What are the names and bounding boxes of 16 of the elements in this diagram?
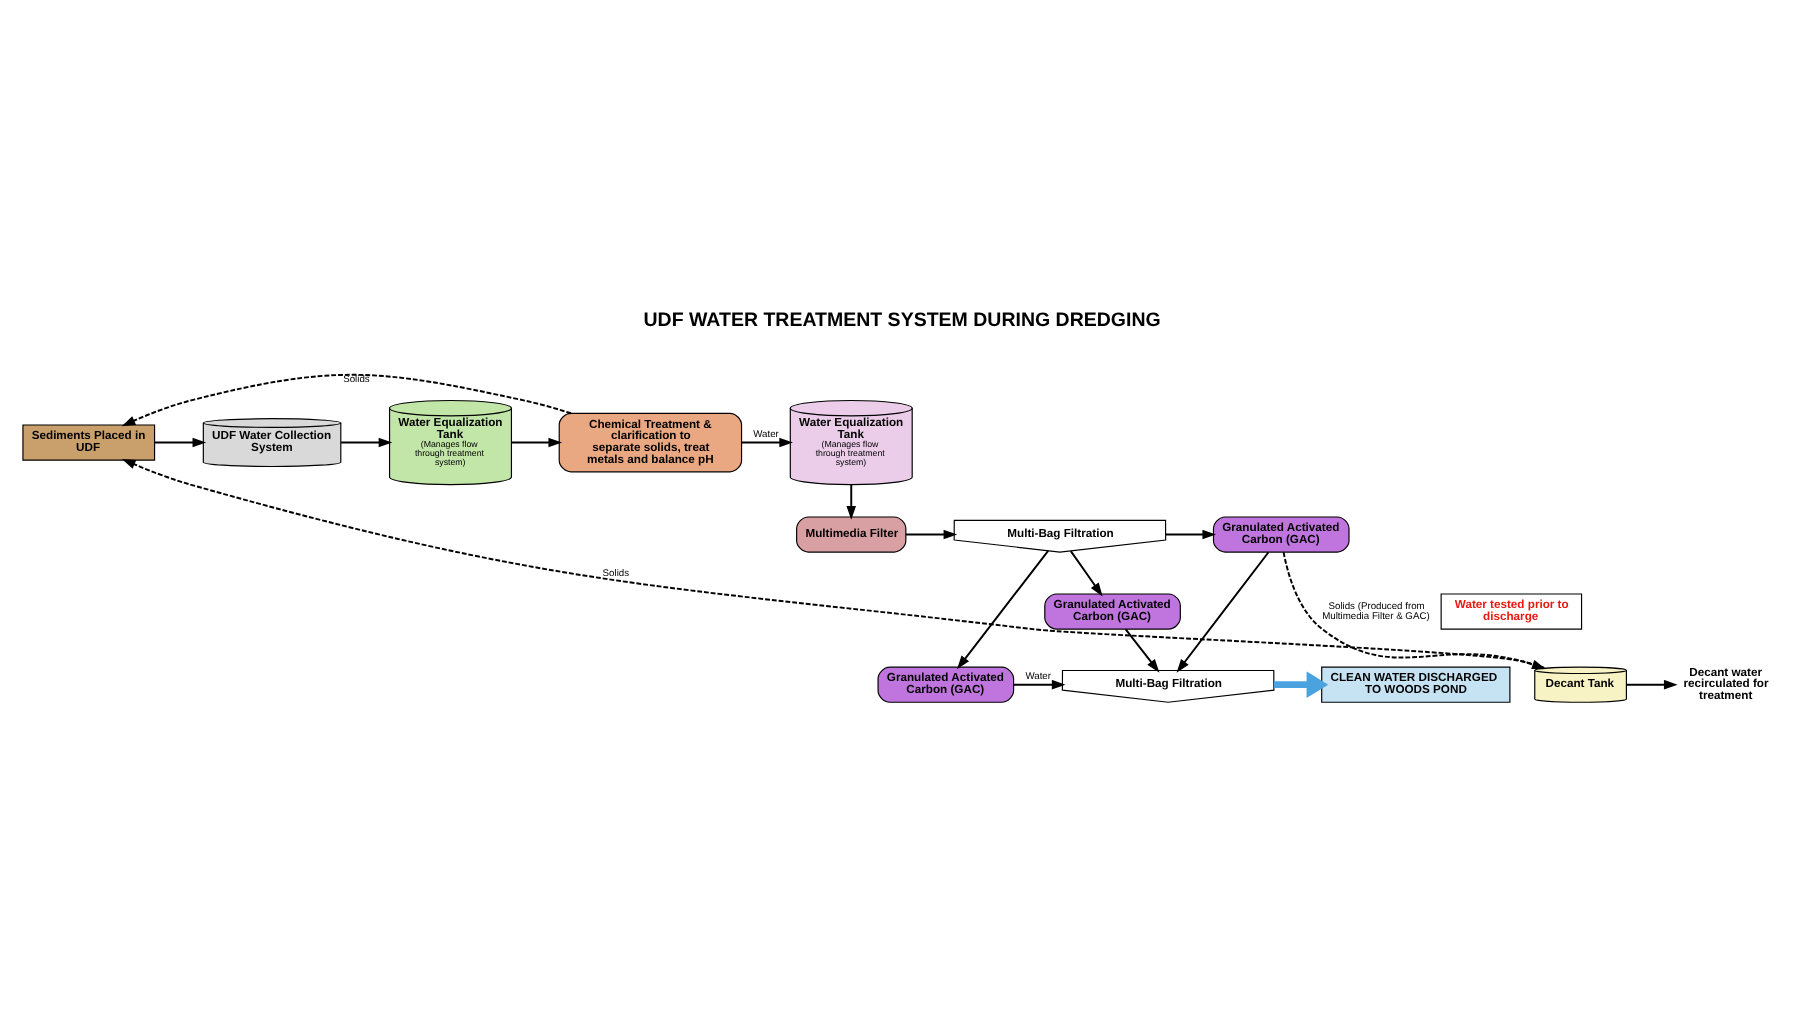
arrow — [1176, 551, 1270, 673]
arrow — [1164, 529, 1217, 540]
arrow — [510, 437, 563, 448]
arrow — [153, 437, 207, 448]
arrow — [1012, 679, 1066, 690]
arrow — [956, 549, 1050, 670]
arrow — [1124, 628, 1160, 673]
arrow — [846, 483, 857, 520]
arrow — [1625, 679, 1678, 690]
arrow — [121, 373, 572, 427]
arrow — [904, 529, 958, 540]
diagram-title: UDF WATER TREATMENT SYSTEM DURING DREDGING — [643, 310, 1161, 333]
arrow — [1069, 550, 1103, 597]
arrow — [1274, 671, 1329, 698]
arrow — [740, 437, 793, 448]
arrow — [340, 437, 393, 448]
